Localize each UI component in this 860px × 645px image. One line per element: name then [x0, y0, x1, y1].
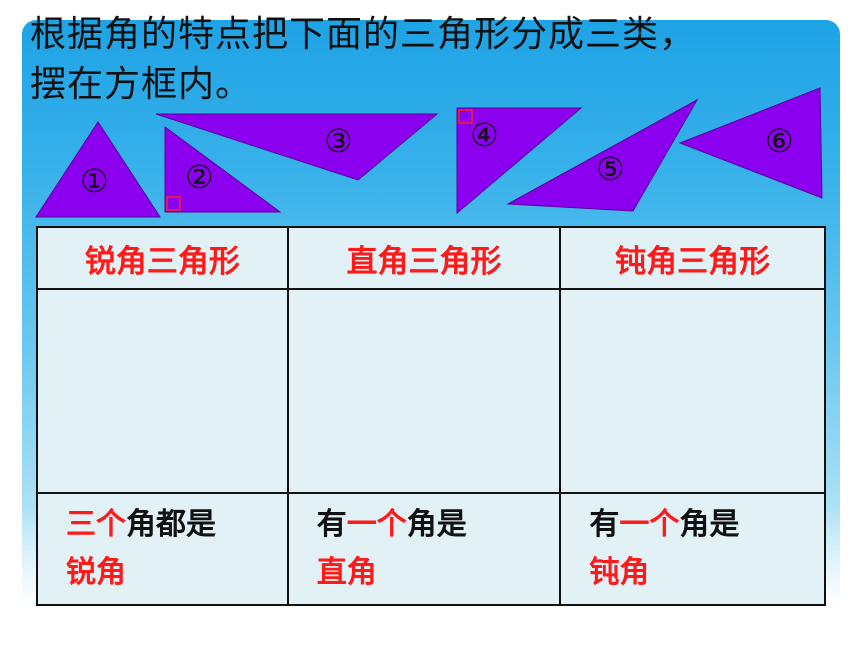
- instruction-title: 根据角的特点把下面的三角形分成三类， 摆在方框内。: [30, 10, 696, 110]
- drop-row: [36, 288, 826, 494]
- header-row: 锐角三角形 直角三角形 钝角三角形: [36, 226, 826, 290]
- triangles-area: ① ② ③ ④ ⑤ ⑥: [35, 87, 823, 218]
- drop-box-obtuse[interactable]: [559, 288, 826, 494]
- triangle-2-label: ②: [185, 158, 214, 196]
- def-right-part1: 有: [316, 507, 347, 542]
- drop-box-right[interactable]: [286, 288, 562, 494]
- triangle-6-label: ⑥: [765, 122, 794, 160]
- triangle-2[interactable]: [164, 126, 282, 213]
- header-obtuse: 钝角三角形: [559, 226, 826, 290]
- right-angle-mark-2: [166, 196, 181, 211]
- header-acute: 锐角三角形: [36, 226, 289, 290]
- classification-table: 锐角三角形 直角三角形 钝角三角形 三个角都是 锐角 有一个角是 直角 有一个角…: [36, 226, 826, 606]
- triangle-3[interactable]: [155, 113, 439, 181]
- triangle-1[interactable]: [35, 121, 161, 218]
- triangle-4-label: ④: [470, 116, 499, 154]
- definition-right: 有一个角是 直角: [286, 492, 562, 606]
- right-angle-mark-4: [458, 109, 473, 124]
- drop-box-acute[interactable]: [36, 288, 289, 494]
- def-right-part2: 一个: [346, 507, 407, 542]
- triangle-5-label: ⑤: [596, 150, 625, 188]
- def-acute-part3: 锐角: [66, 555, 126, 590]
- def-right-part3: 角是: [406, 507, 467, 542]
- def-obtuse-part3: 角是: [679, 507, 740, 542]
- triangle-6[interactable]: [678, 87, 823, 199]
- header-right: 直角三角形: [286, 226, 562, 290]
- def-right-part4: 直角: [316, 555, 377, 590]
- triangle-4[interactable]: [456, 107, 583, 215]
- triangle-5[interactable]: [506, 98, 699, 212]
- definition-obtuse: 有一个角是 钝角: [559, 492, 826, 606]
- def-obtuse-part2: 一个: [619, 507, 680, 542]
- def-obtuse-part1: 有: [589, 507, 620, 542]
- definition-row: 三个角都是 锐角 有一个角是 直角 有一个角是 钝角: [36, 492, 826, 606]
- triangle-3-label: ③: [324, 122, 353, 160]
- triangle-1-label: ①: [80, 162, 109, 200]
- def-obtuse-part4: 钝角: [589, 555, 650, 590]
- def-acute-part1: 三个: [66, 507, 126, 542]
- title-line-2: 摆在方框内。: [30, 64, 253, 105]
- title-line-1: 根据角的特点把下面的三角形分成三类，: [30, 14, 697, 55]
- def-acute-part2: 角都是: [126, 507, 216, 542]
- definition-acute: 三个角都是 锐角: [36, 492, 289, 606]
